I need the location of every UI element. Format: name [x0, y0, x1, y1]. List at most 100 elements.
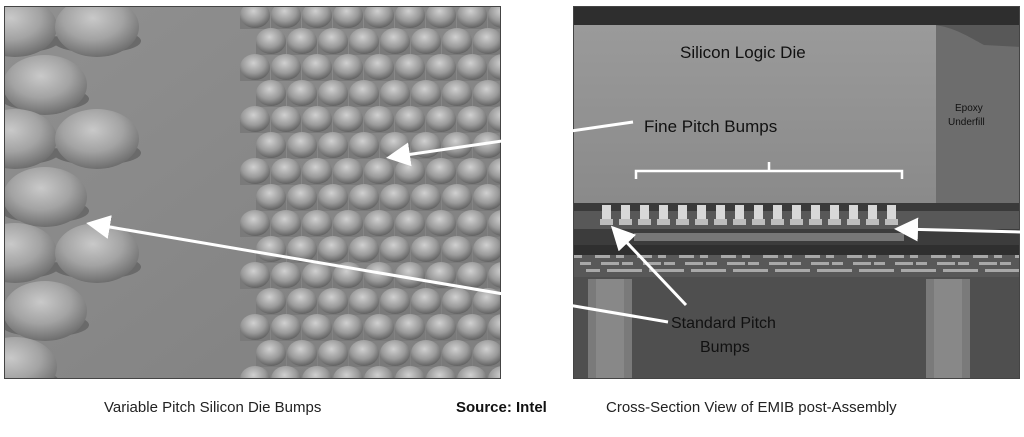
small-bump	[271, 210, 301, 236]
trace-segment	[574, 255, 582, 258]
fine-bump	[716, 205, 725, 219]
small-bump	[333, 158, 363, 184]
small-bump	[302, 106, 332, 132]
left-caption: Variable Pitch Silicon Die Bumps	[104, 399, 322, 416]
large-bump	[5, 55, 87, 115]
trace-segment	[700, 255, 708, 258]
trace-segment	[754, 269, 768, 272]
small-bump	[318, 132, 348, 158]
trace-segment	[685, 262, 703, 265]
standard-pitch-label-line2: Bumps	[700, 339, 750, 356]
small-bump	[395, 54, 425, 80]
small-bump	[271, 54, 301, 80]
trace-segment	[958, 262, 969, 265]
bump-array-illustration	[5, 7, 500, 378]
small-bump	[364, 366, 394, 378]
small-bump	[442, 288, 472, 314]
small-bump	[333, 106, 363, 132]
small-bump	[380, 184, 410, 210]
fine-bump	[754, 205, 763, 219]
trace-segment	[691, 269, 712, 272]
right-caption: Cross-Section View of EMIB post-Assembly	[606, 399, 897, 416]
small-bump	[271, 158, 301, 184]
fine-bump-pad	[809, 219, 822, 225]
fine-bump-pad	[885, 219, 898, 225]
small-bump	[457, 366, 487, 378]
fine-bump	[868, 205, 877, 219]
small-bump	[488, 7, 500, 28]
small-bump	[271, 7, 301, 28]
trace-segment	[910, 255, 918, 258]
small-bump	[256, 132, 286, 158]
small-bump	[240, 210, 270, 236]
trace-segment	[628, 269, 642, 272]
small-bump	[411, 184, 441, 210]
small-bump	[473, 28, 500, 54]
small-bump	[271, 106, 301, 132]
large-bump	[5, 167, 87, 227]
fine-bump-pad	[771, 219, 784, 225]
trace-segment	[943, 269, 964, 272]
small-bump	[395, 314, 425, 340]
fine-pitch-label: Fine Pitch Bumps	[644, 117, 778, 136]
small-bump	[318, 28, 348, 54]
small-bump	[380, 132, 410, 158]
fine-bump	[621, 205, 630, 219]
fine-bump-pad	[619, 219, 632, 225]
trace-segment	[1015, 255, 1019, 258]
small-bump	[442, 340, 472, 366]
small-bump	[411, 340, 441, 366]
fine-bump-pad	[866, 219, 879, 225]
small-bump	[380, 80, 410, 106]
small-bump	[364, 158, 394, 184]
fine-bump	[887, 205, 896, 219]
trace-segment	[874, 262, 885, 265]
small-bump	[457, 54, 487, 80]
small-bump	[271, 366, 301, 378]
large-bump	[5, 337, 57, 378]
trace-segment	[580, 262, 591, 265]
small-bump	[333, 210, 363, 236]
small-bump	[318, 288, 348, 314]
trace-segment	[670, 269, 684, 272]
small-bump	[457, 210, 487, 236]
small-bump	[318, 184, 348, 210]
small-bump	[411, 80, 441, 106]
small-bump	[473, 340, 500, 366]
trace-segment	[838, 269, 852, 272]
small-bump	[256, 80, 286, 106]
trace-segment	[817, 269, 838, 272]
small-bump	[287, 80, 317, 106]
source-caption: Source: Intel	[456, 399, 547, 416]
trace-segment	[643, 262, 661, 265]
fine-bump	[640, 205, 649, 219]
large-bump	[5, 223, 57, 283]
trace-segment	[994, 255, 1002, 258]
small-bump	[333, 7, 363, 28]
small-bump	[442, 236, 472, 262]
trace-segment	[868, 255, 876, 258]
trace-segment	[853, 262, 871, 265]
small-bump	[395, 7, 425, 28]
small-bump	[256, 28, 286, 54]
small-bump	[256, 236, 286, 262]
small-bump	[333, 54, 363, 80]
small-bump	[256, 340, 286, 366]
small-bump	[380, 340, 410, 366]
small-bump	[442, 132, 472, 158]
trace-segment	[901, 269, 922, 272]
small-bump	[302, 314, 332, 340]
small-bump	[411, 132, 441, 158]
small-bump	[364, 262, 394, 288]
small-bump	[395, 158, 425, 184]
fine-bump-pad	[695, 219, 708, 225]
small-bump	[411, 236, 441, 262]
small-bump	[364, 106, 394, 132]
small-bump	[318, 80, 348, 106]
trace-segment	[847, 255, 862, 258]
fine-bump-pad	[828, 219, 841, 225]
epoxy-label-line1: Epoxy	[955, 103, 983, 114]
small-bump	[349, 288, 379, 314]
fine-bump	[849, 205, 858, 219]
fine-bump-pad	[600, 219, 613, 225]
